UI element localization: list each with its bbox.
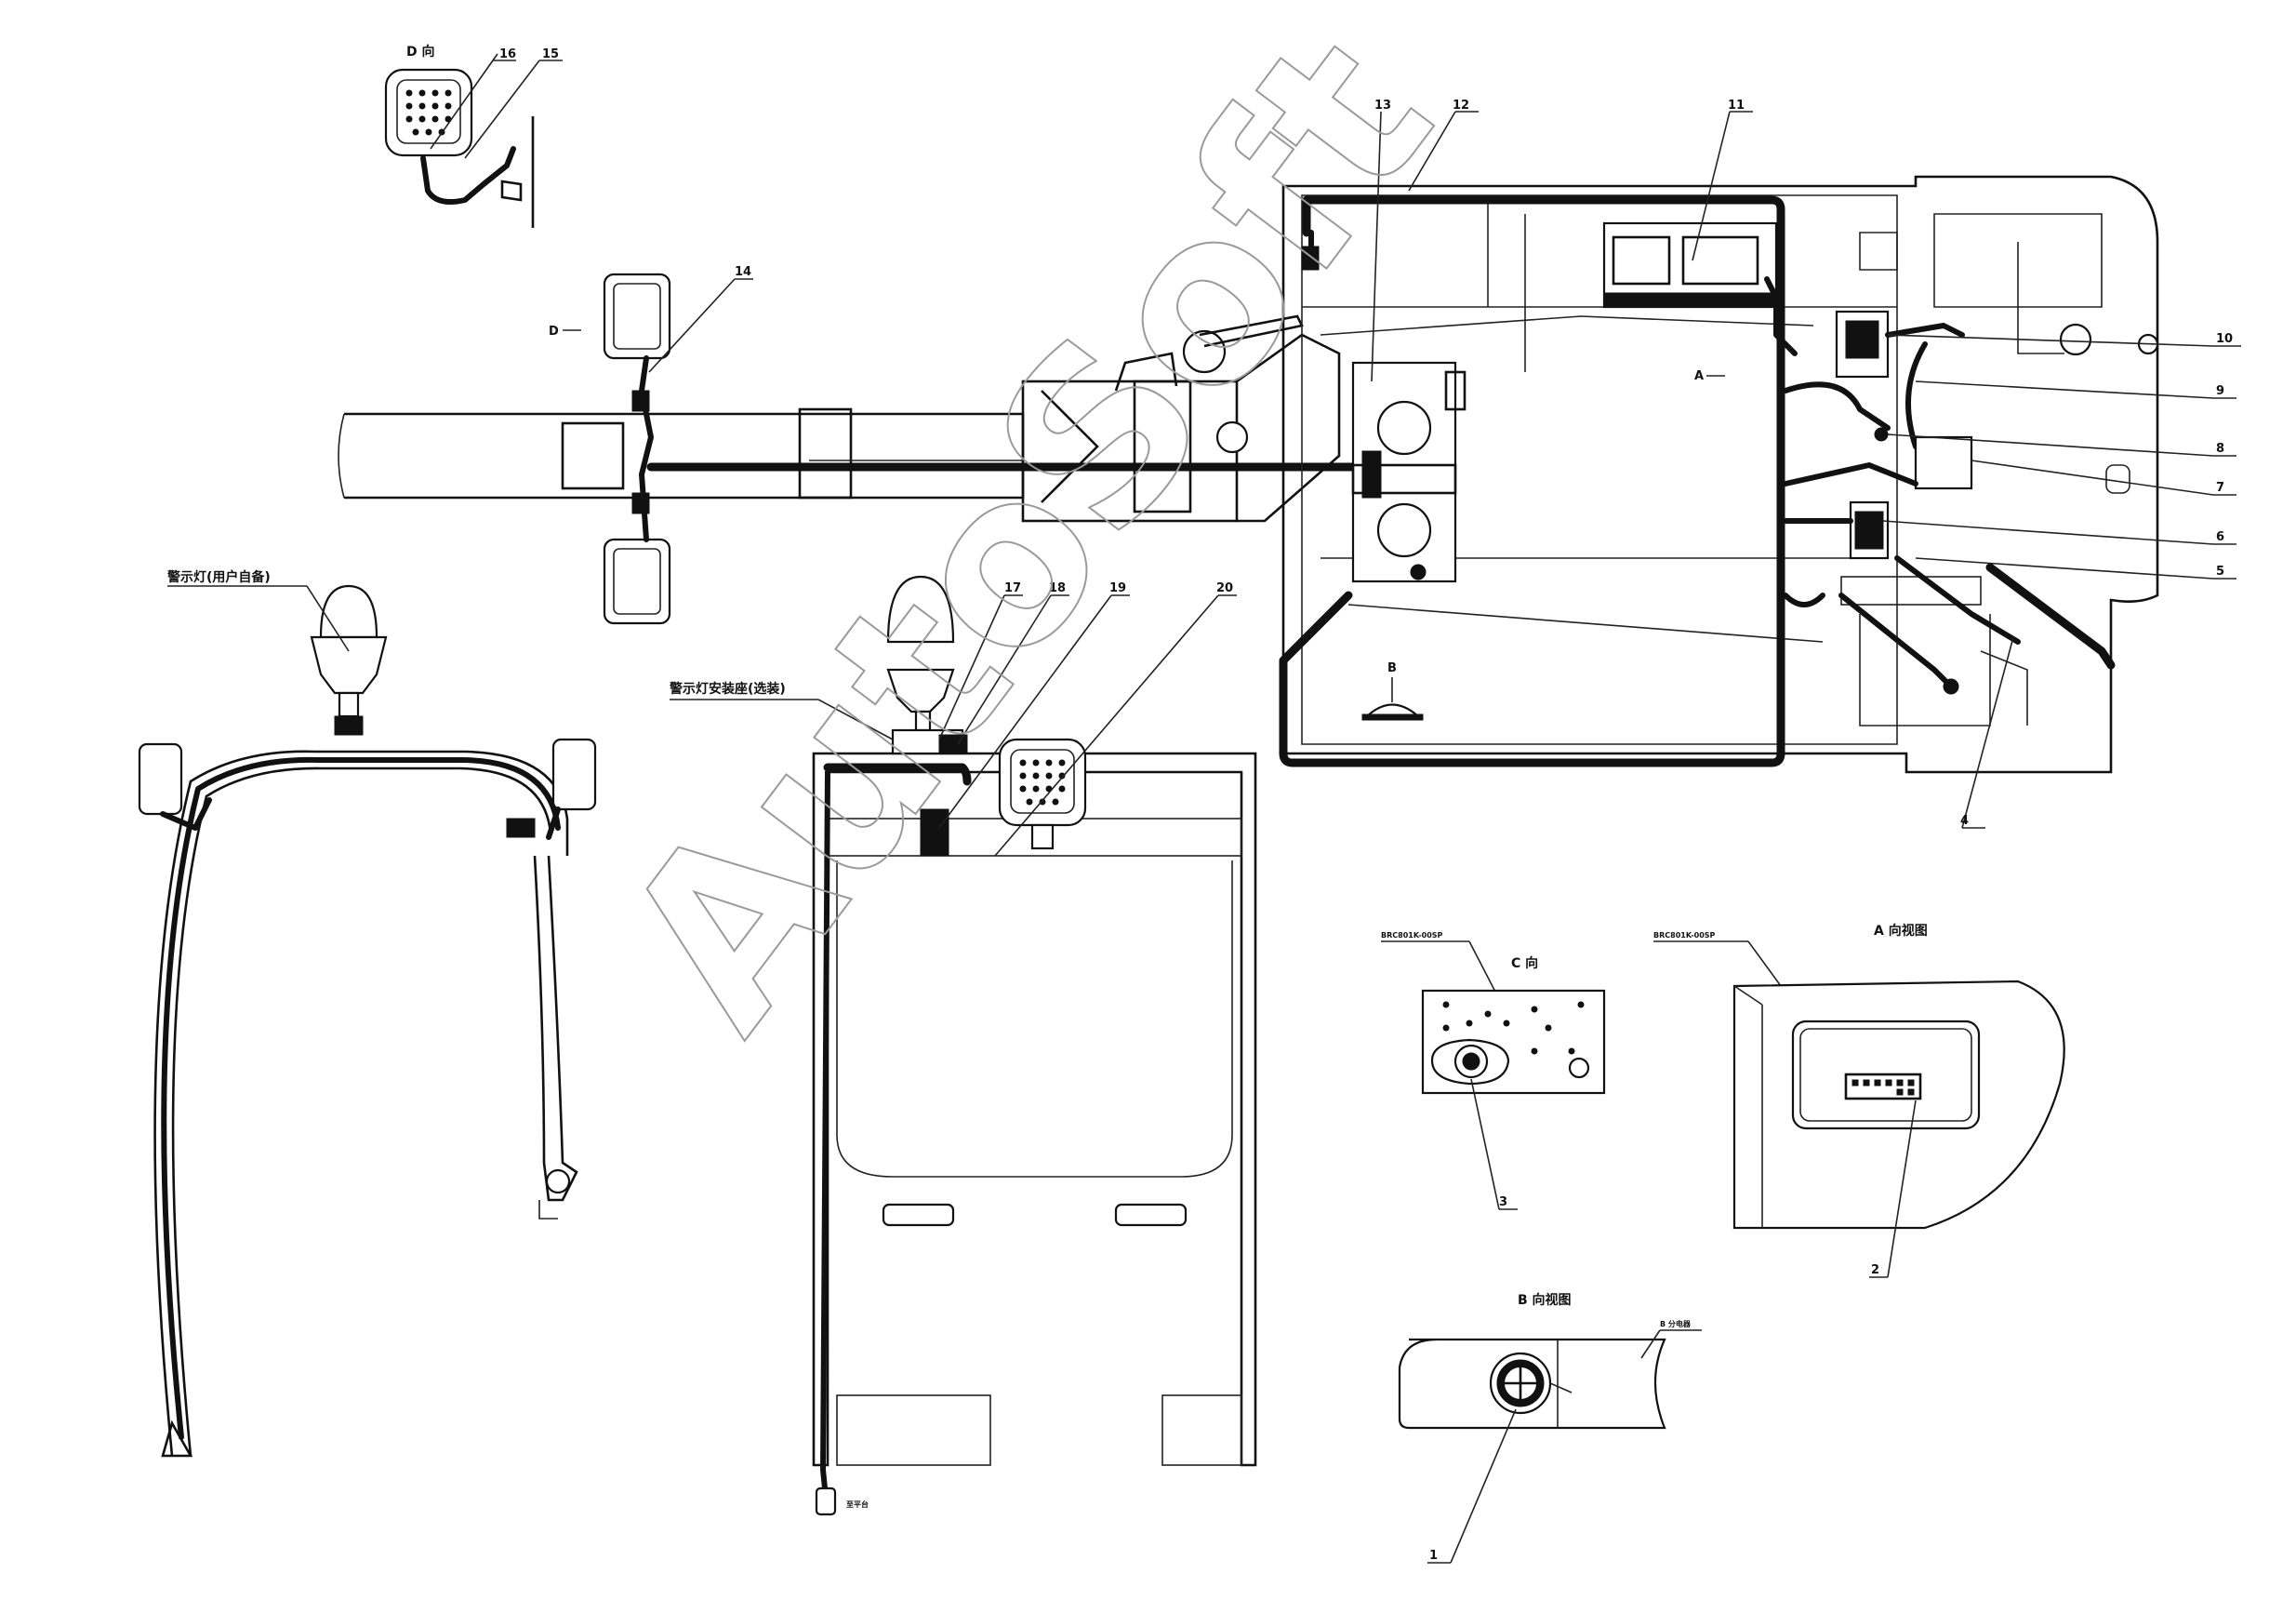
d-view-detail: D 向 16 15 <box>384 44 563 228</box>
upper-lamp <box>603 273 671 360</box>
controller-11 <box>1602 221 1798 356</box>
callout-20: 20 <box>1216 581 1233 595</box>
a-view-title: A 向视图 <box>1874 923 1928 939</box>
part-ref-a: BRC801K-00SP <box>1653 931 1716 940</box>
callout-7: 7 <box>2216 481 2224 495</box>
rops-left-lamp <box>138 742 183 816</box>
right-components <box>1783 310 2116 695</box>
d-marker: D <box>549 325 559 339</box>
callout-18: 18 <box>1049 581 1066 595</box>
relay-box-13 <box>1351 361 1467 583</box>
callout-2: 2 <box>1871 1263 1879 1277</box>
cab-callouts: 13 12 11 10 9 8 7 6 5 4 <box>1371 99 2241 829</box>
b-marker: B <box>1387 661 1397 675</box>
rops-frame-left: 警示灯(用户自备) <box>138 569 597 1458</box>
cab-harness-12 <box>1279 195 1785 767</box>
callout-16: 16 <box>499 47 516 61</box>
callout-9: 9 <box>2216 384 2224 398</box>
callout-11: 11 <box>1728 99 1745 113</box>
callout-15: 15 <box>542 47 559 61</box>
rops-right-lamp <box>551 738 597 811</box>
callout-4: 4 <box>1960 814 1969 828</box>
center-frame: 至平台 警示灯安装座(选装) 17 18 19 20 <box>670 575 1257 1516</box>
d-view-title: D 向 <box>406 44 435 60</box>
warning-lamp-user-label: 警示灯(用户自备) <box>167 569 271 585</box>
lamp-led-grid <box>405 89 452 136</box>
b-view-detail: B 向视图 B 分电器 1 <box>1398 1292 1702 1564</box>
callout-3: 3 <box>1499 1195 1507 1209</box>
b-detail-ref: B 分电器 <box>1660 1319 1692 1328</box>
small-tag-left: 至平台 <box>846 1500 869 1509</box>
a-marker: A <box>1694 369 1704 383</box>
warning-lamp-center <box>886 575 955 644</box>
lower-lamp <box>603 538 671 625</box>
boom-arm <box>338 314 1341 523</box>
warning-lamp-mount-label: 警示灯安装座(选装) <box>670 681 786 697</box>
b-view-title: B 向视图 <box>1518 1292 1572 1308</box>
part-ref-c: BRC801K-00SP <box>1381 931 1443 940</box>
callout-6: 6 <box>2216 530 2224 544</box>
callout-17: 17 <box>1004 581 1021 595</box>
c-view-detail: BRC801K-00SP C 向 3 <box>1381 931 1606 1210</box>
c-view-title: C 向 <box>1511 955 1538 971</box>
warning-lamp-user <box>319 584 378 639</box>
callout-1: 1 <box>1429 1549 1438 1563</box>
cab-platform <box>1281 175 2159 774</box>
a-view-detail: BRC801K-00SP A 向视图 2 <box>1653 923 2065 1278</box>
callout-10: 10 <box>2216 332 2233 346</box>
callout-12: 12 <box>1453 99 1469 113</box>
watermark: AutoSoft <box>572 0 1483 1075</box>
callout-13: 13 <box>1374 99 1391 113</box>
lamp-mirror-assembly-14: D 14 <box>549 265 753 625</box>
callout-5: 5 <box>2216 565 2224 579</box>
callout-8: 8 <box>2216 442 2224 456</box>
callout-14: 14 <box>735 265 751 279</box>
callout-19: 19 <box>1109 581 1126 595</box>
